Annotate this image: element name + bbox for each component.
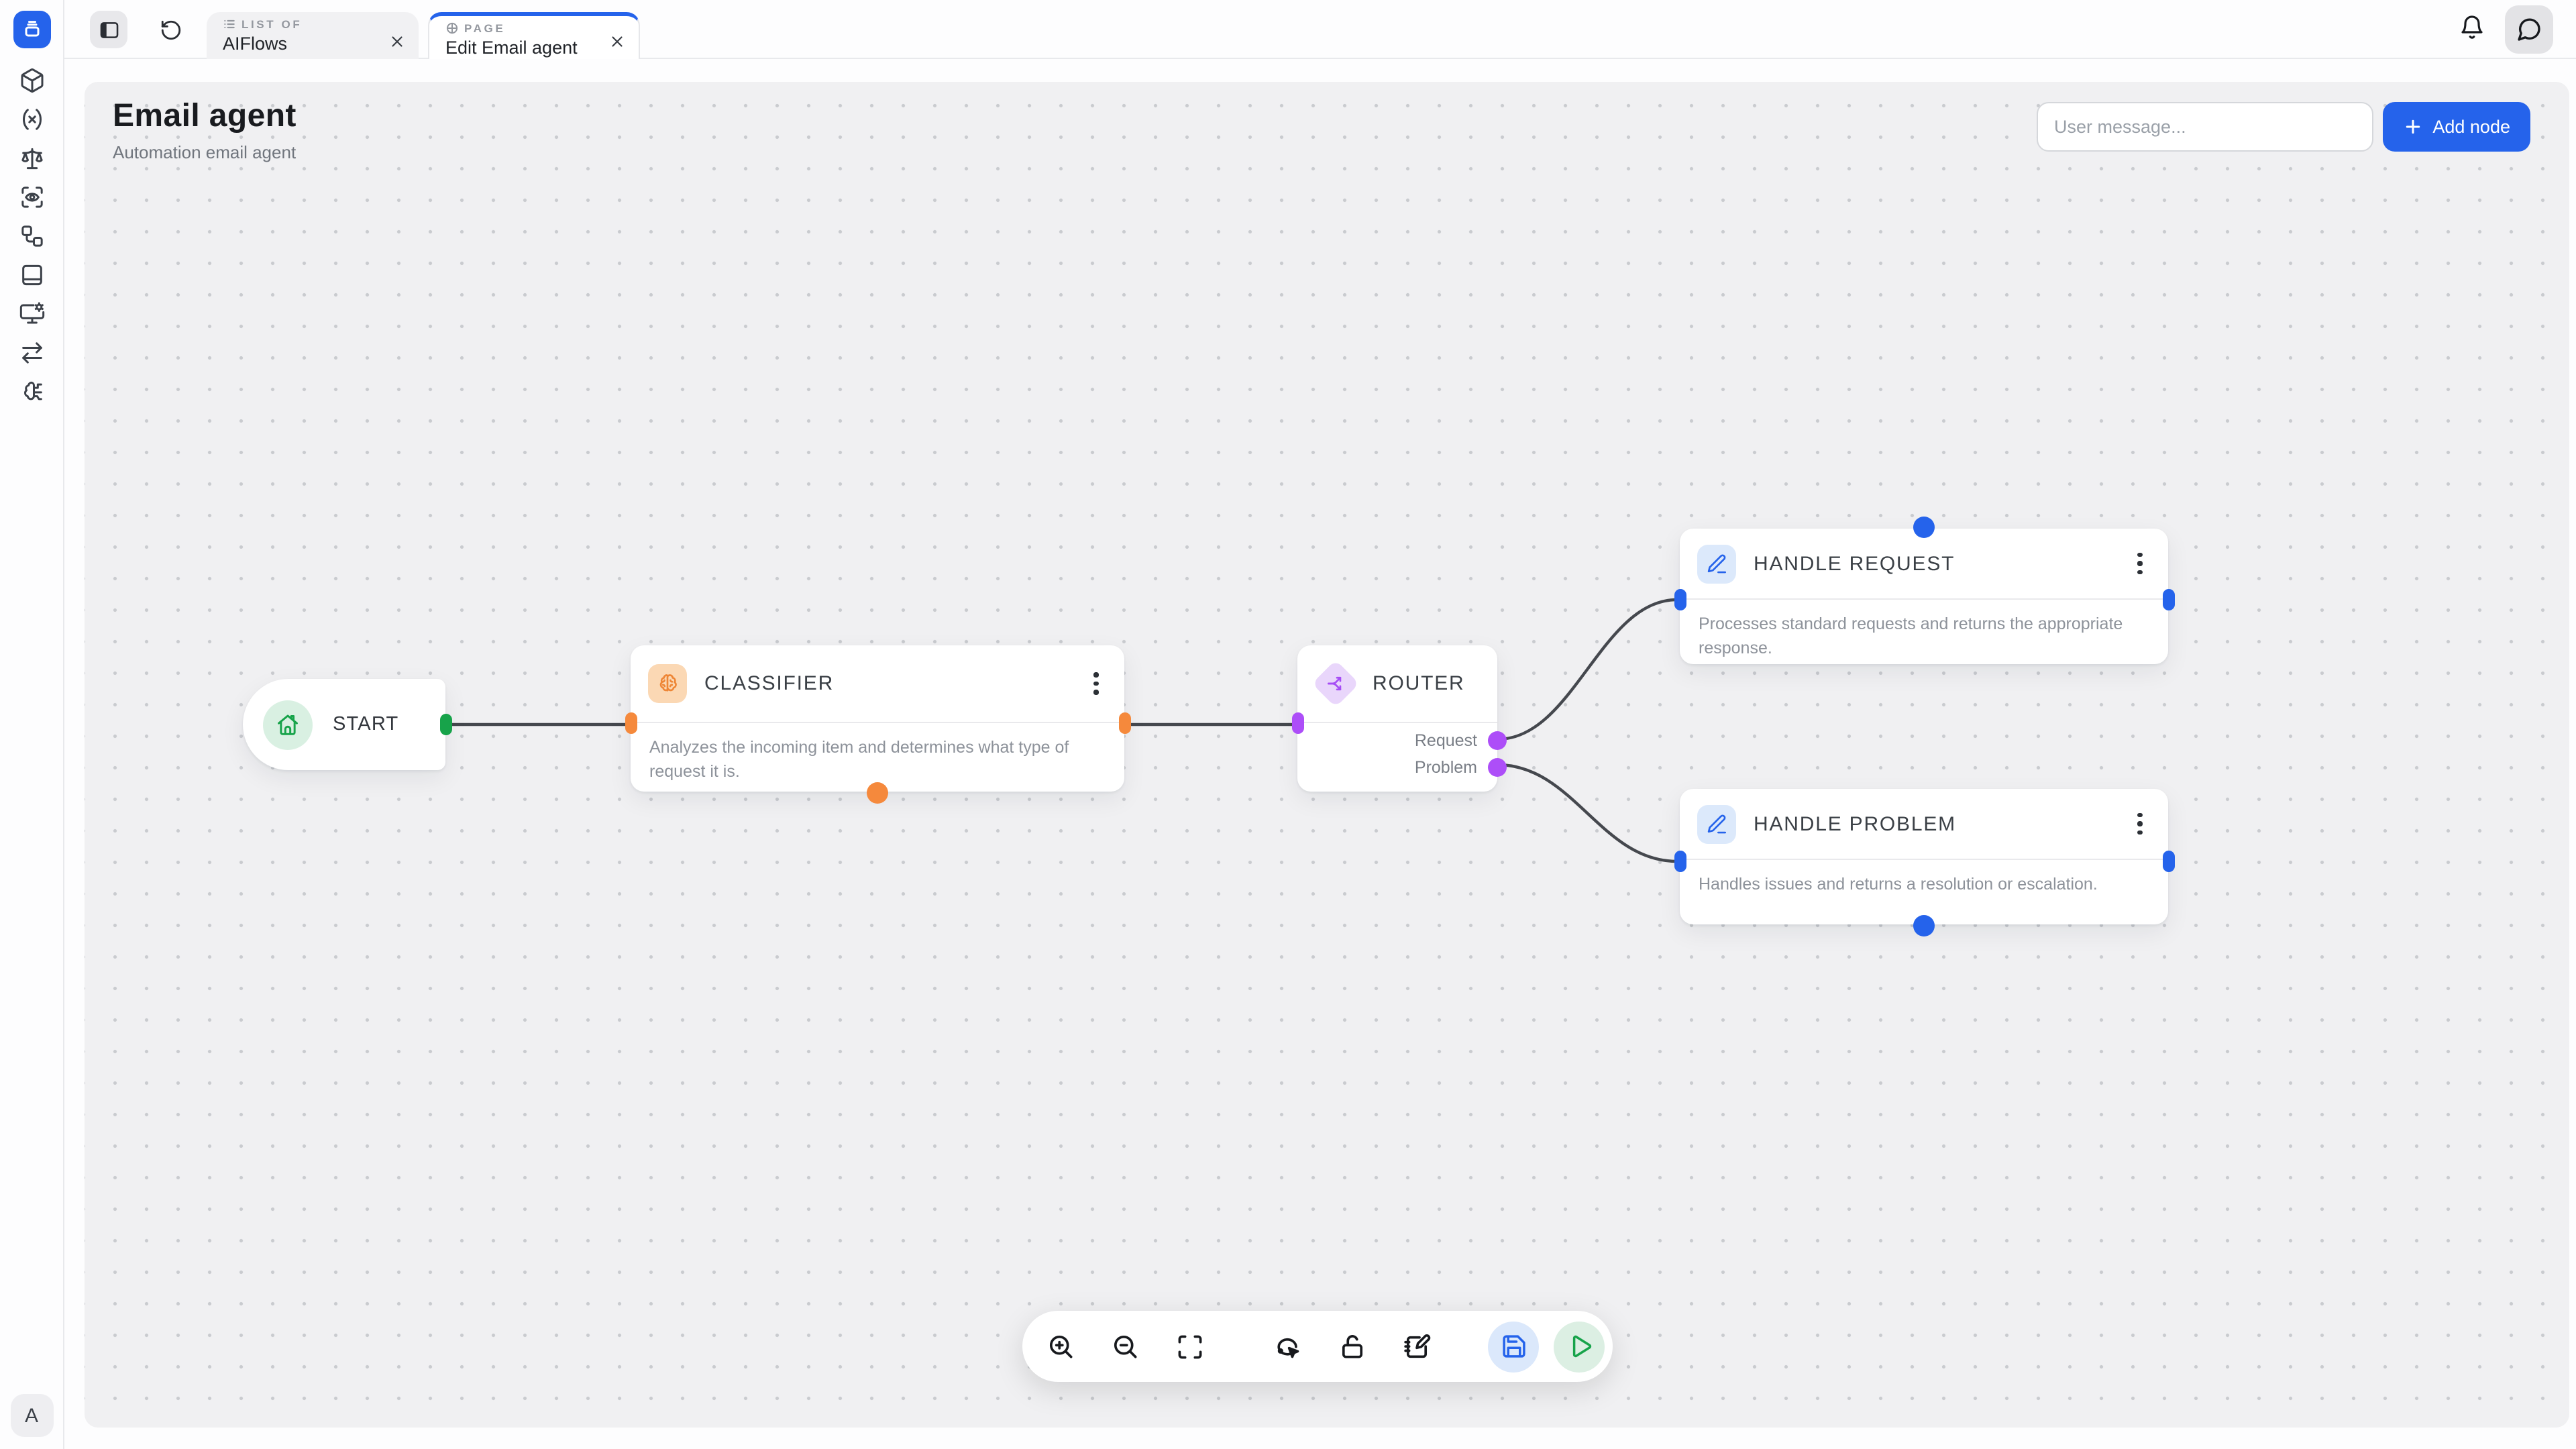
request-port[interactable]	[1488, 731, 1507, 750]
notebook-pen-icon[interactable]	[1402, 1332, 1432, 1361]
ai-brain-icon[interactable]	[18, 378, 45, 405]
lock-open-icon[interactable]	[1338, 1332, 1367, 1361]
edge-router-request	[1495, 598, 1679, 741]
router-output-problem[interactable]: Problem	[1297, 754, 1507, 781]
canvas-header: Email agent Automation email agent	[113, 98, 297, 162]
tab-bar: LIST OF AIFlows PAGE Edit Email agent	[207, 12, 640, 59]
classifier-bottom-port[interactable]	[867, 782, 888, 804]
tab-title: AIFlows	[223, 34, 288, 54]
scale-icon[interactable]	[18, 145, 45, 172]
router-output-request[interactable]: Request	[1297, 727, 1507, 754]
router-input-handle[interactable]	[1291, 712, 1303, 734]
zoom-in-icon[interactable]	[1046, 1332, 1076, 1361]
user-message-input[interactable]	[2037, 102, 2373, 152]
handle-problem-input-handle[interactable]	[1674, 851, 1686, 872]
pen-icon	[1697, 544, 1736, 583]
zoom-out-icon[interactable]	[1111, 1332, 1140, 1361]
lasso-select-icon[interactable]	[1273, 1332, 1303, 1361]
monitor-settings-icon[interactable]	[18, 301, 45, 327]
node-title: START	[333, 714, 399, 735]
node-handle-problem[interactable]: HANDLE PROBLEM Handles issues and return…	[1674, 789, 2174, 936]
start-output-handle[interactable]	[439, 714, 451, 735]
sidebar: A	[0, 0, 64, 1449]
brain-icon	[648, 664, 687, 703]
app-logo-icon[interactable]	[13, 11, 50, 48]
globe-icon	[446, 22, 458, 34]
node-title: HANDLE REQUEST	[1754, 552, 1955, 575]
workflow-icon[interactable]	[18, 223, 45, 250]
edges-layer	[449, 598, 1679, 863]
split-icon	[1311, 659, 1359, 708]
run-button[interactable]	[1554, 1321, 1605, 1372]
home-icon	[263, 700, 313, 749]
fit-view-icon[interactable]	[1175, 1332, 1205, 1361]
save-button[interactable]	[1488, 1321, 1539, 1372]
page-title: Email agent	[113, 98, 297, 134]
handle-request-top-port[interactable]	[1913, 517, 1935, 538]
node-description: Processes standard requests and returns …	[1699, 614, 2123, 658]
problem-port[interactable]	[1488, 758, 1507, 777]
user-avatar[interactable]: A	[10, 1394, 53, 1437]
message-circle-icon	[2518, 18, 2540, 41]
pen-icon	[1697, 804, 1736, 843]
notebook-icon[interactable]	[18, 262, 45, 288]
tab-edit-email-agent[interactable]: PAGE Edit Email agent	[428, 12, 640, 59]
node-description: Handles issues and returns a resolution …	[1699, 875, 2098, 894]
node-menu-icon[interactable]	[1085, 670, 1107, 697]
sidebar-nav	[18, 67, 45, 405]
handle-request-output-handle[interactable]	[2162, 589, 2174, 610]
add-node-label: Add node	[2432, 117, 2510, 137]
node-description: Analyzes the incoming item and determine…	[649, 738, 1069, 782]
sidebar-toggle-button[interactable]	[90, 11, 127, 48]
classifier-input-handle[interactable]	[625, 712, 637, 734]
classifier-output-handle[interactable]	[1118, 712, 1130, 734]
list-icon	[224, 19, 235, 29]
refresh-icon[interactable]	[160, 19, 182, 42]
variable-icon[interactable]	[18, 106, 45, 133]
tab-aiflows[interactable]: LIST OF AIFlows	[207, 12, 419, 59]
handle-request-input-handle[interactable]	[1674, 589, 1686, 610]
node-classifier[interactable]: CLASSIFIER Analyzes the incoming item an…	[625, 645, 1130, 804]
node-title: CLASSIFIER	[704, 672, 835, 695]
chat-button[interactable]	[2505, 5, 2553, 54]
tab-type-label: PAGE	[464, 21, 506, 35]
tab-type-label: LIST OF	[241, 17, 303, 31]
node-title: ROUTER	[1373, 672, 1465, 695]
handle-problem-bottom-port[interactable]	[1913, 915, 1935, 936]
node-menu-icon[interactable]	[2129, 550, 2151, 577]
notifications-bell-icon[interactable]	[2458, 13, 2486, 42]
edge-router-problem	[1495, 763, 1679, 863]
canvas-toolbar	[1022, 1311, 1613, 1382]
node-handle-request[interactable]: HANDLE REQUEST Processes standard reques…	[1674, 517, 2174, 664]
node-router[interactable]: ROUTER Request Problem	[1291, 645, 1507, 792]
topbar: LIST OF AIFlows PAGE Edit Email agent	[64, 0, 2576, 59]
plus-icon	[2406, 119, 2420, 134]
node-title: HANDLE PROBLEM	[1754, 812, 1956, 835]
output-label: Problem	[1414, 758, 1477, 777]
swap-arrows-icon[interactable]	[18, 339, 45, 366]
play-icon	[1572, 1335, 1591, 1358]
handle-problem-output-handle[interactable]	[2162, 851, 2174, 872]
page-subtitle: Automation email agent	[113, 142, 297, 162]
package-icon[interactable]	[18, 67, 45, 94]
tab-title: Edit Email agent	[445, 38, 578, 58]
flow-canvas[interactable]: Email agent Automation email agent Add n…	[85, 82, 2569, 1428]
add-node-button[interactable]: Add node	[2383, 102, 2530, 152]
output-label: Request	[1414, 731, 1477, 750]
node-menu-icon[interactable]	[2129, 810, 2151, 837]
node-start[interactable]: START	[243, 679, 451, 770]
scan-eye-icon[interactable]	[18, 184, 45, 211]
close-tab-icon[interactable]	[609, 34, 625, 50]
save-icon	[1502, 1335, 1525, 1358]
close-tab-icon[interactable]	[389, 34, 405, 50]
